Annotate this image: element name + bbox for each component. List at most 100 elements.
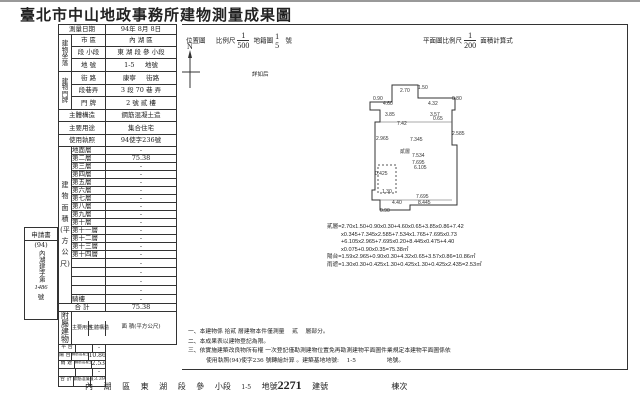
detail-note: 詳如后 — [252, 72, 269, 78]
floor-label — [71, 258, 106, 268]
floor-row: - — [59, 276, 177, 286]
north-label: N — [187, 42, 193, 51]
application-number: 1486 — [34, 283, 48, 291]
section: 東 湖 段 參 小段 — [105, 46, 177, 59]
application-year: (94) — [34, 241, 48, 249]
calc-line: +6.105x2.965+7.695x0.20+8.445x0.475+4.40 — [341, 239, 455, 246]
main-use: 集合住宅 — [105, 121, 177, 135]
floor-label: 第十層 — [71, 218, 106, 227]
annex-area: 2.53 — [91, 360, 105, 367]
plan-dimension-label: 0.425 — [375, 171, 388, 177]
calc-line: 雨遮=1.30x0.30+0.425x1.30+0.425x1.30+0.425… — [327, 261, 482, 268]
floor-area: - — [105, 218, 177, 227]
floor-row: 第十三層- — [59, 242, 177, 251]
annex-structure — [76, 345, 93, 352]
floor-label: 第七層 — [71, 194, 106, 203]
area-group-label: 建物面積(平方公尺) — [58, 146, 72, 304]
footer-district: 內 湖 區 — [85, 382, 131, 391]
floor-row: 第十一層- — [59, 226, 177, 235]
floor-label — [71, 285, 106, 295]
sheet-suffix: 號 — [285, 36, 292, 45]
floor-label: 第十一層 — [71, 226, 106, 235]
plan-dimension-label: 4.40 — [392, 200, 402, 206]
survey-date-label: 測量日期 — [58, 24, 106, 35]
lot: 1-5 地號 — [105, 58, 177, 72]
floor-area: - — [105, 194, 177, 203]
floor-row: 第十二層- — [59, 234, 177, 243]
floor-row: 第九層- — [59, 210, 177, 219]
top-border — [0, 0, 640, 2]
floor-label — [71, 267, 106, 277]
application-label: 申請書 — [25, 228, 57, 241]
plan-dimension-label: 4.32 — [428, 101, 438, 107]
floor-label: 第二層 — [71, 154, 106, 163]
floor-label: 地面層 — [71, 146, 106, 155]
plan-dimension-label: 7.534 — [412, 153, 425, 159]
number-label: 門 牌 — [71, 96, 106, 110]
plan-dimension-label: 3.85 — [385, 112, 395, 118]
plan-dimension-label: 1.30 — [382, 189, 392, 195]
lot-label: 地 號 — [71, 58, 106, 72]
note-4: 使用執照(94)使字236 號轉繪計算 。建築基地地號: 1-5 地號。 — [206, 357, 405, 364]
annex-structure-header: 主體構造 — [89, 320, 109, 336]
floor-row: 建物面積(平方公尺)地面層 - — [58, 146, 177, 304]
district: 內 湖 區 — [105, 34, 177, 47]
floor-area: - — [105, 294, 177, 304]
floor-area: - — [105, 226, 177, 235]
location-map-label: 位置圖 — [186, 36, 206, 45]
annex-use — [60, 369, 76, 376]
floor-label: 騎樓 — [71, 294, 106, 304]
annex-area: - — [97, 344, 101, 351]
plan-frame — [182, 24, 628, 370]
footer-building-suffix: 建號 — [312, 382, 329, 391]
floor-area: - — [105, 202, 177, 211]
floor-area: - — [105, 242, 177, 251]
plan-dimension-label: 6.105 — [414, 165, 427, 171]
application-box: 申請書 (94) 內湖建字第 1486 號 — [24, 227, 58, 320]
plan-dimension-label: 2.70 — [400, 88, 410, 94]
footer: 內 湖 區 東 湖 段 參 小段 1-5 地號2271 建號 棟次 — [85, 378, 407, 393]
address-group-label: 建物門牌 — [58, 71, 72, 110]
annex-use: 雨 遮 — [60, 361, 75, 368]
floor-row: 第六層- — [59, 186, 177, 195]
annex-structure: 鋼筋混凝土 — [75, 361, 92, 368]
floor-label: 第六層 — [71, 186, 106, 195]
annex-total-structure: 鋼筋混凝土 — [74, 377, 94, 386]
calc-line: 陽台=1.59x2.965+0.90x0.30+4.32x0.65+3.57x0… — [327, 254, 476, 261]
survey-date: 94年 8月 8日 — [105, 24, 177, 35]
footer-lot: 1-5 — [241, 384, 252, 391]
plan-dimension-label: 1.50 — [418, 85, 428, 91]
footer-lot-suffix: 地號 — [261, 382, 278, 391]
floor-area: - — [105, 258, 177, 268]
floor-label: 第三層 — [71, 162, 106, 171]
floor-row: - — [59, 267, 177, 277]
north-arrow-icon — [182, 50, 200, 88]
plan-dimension-label: 8.445 — [418, 200, 431, 206]
street-label: 街 路 — [71, 71, 106, 85]
floor-label: 第十二層 — [71, 234, 106, 243]
plan-dimension-label: 2.965 — [376, 136, 389, 142]
plan-dimension-label: 7.345 — [410, 137, 423, 143]
annex-use: 平 台 — [60, 345, 76, 352]
plan-scale-label: 平面圖比例尺 — [423, 36, 462, 45]
house-number: 2 號 貳 樓 — [105, 96, 177, 110]
floor-area: - — [105, 276, 177, 286]
plan-dimension-label: 2.585 — [452, 131, 465, 137]
floor-row: 第四層- — [59, 170, 177, 179]
plan-dimension-label: 7.695 — [412, 160, 425, 166]
calc-line: x0.345+7.345x2.585+7.534x1.765+7.695x0.7… — [341, 231, 457, 238]
floor-row: - — [59, 285, 177, 295]
document-title: 臺北市中山地政事務所建物測量成果圖 — [20, 6, 293, 24]
annex-area-header: 面 積(平方公尺) — [121, 324, 161, 331]
lane: 3 段 70 巷 弄 — [105, 84, 177, 97]
use-label: 主要用途 — [58, 121, 106, 135]
street: 康寧 街路 — [105, 71, 177, 85]
annex-row: - — [58, 368, 177, 377]
annex-total: 13.39 — [90, 376, 105, 382]
